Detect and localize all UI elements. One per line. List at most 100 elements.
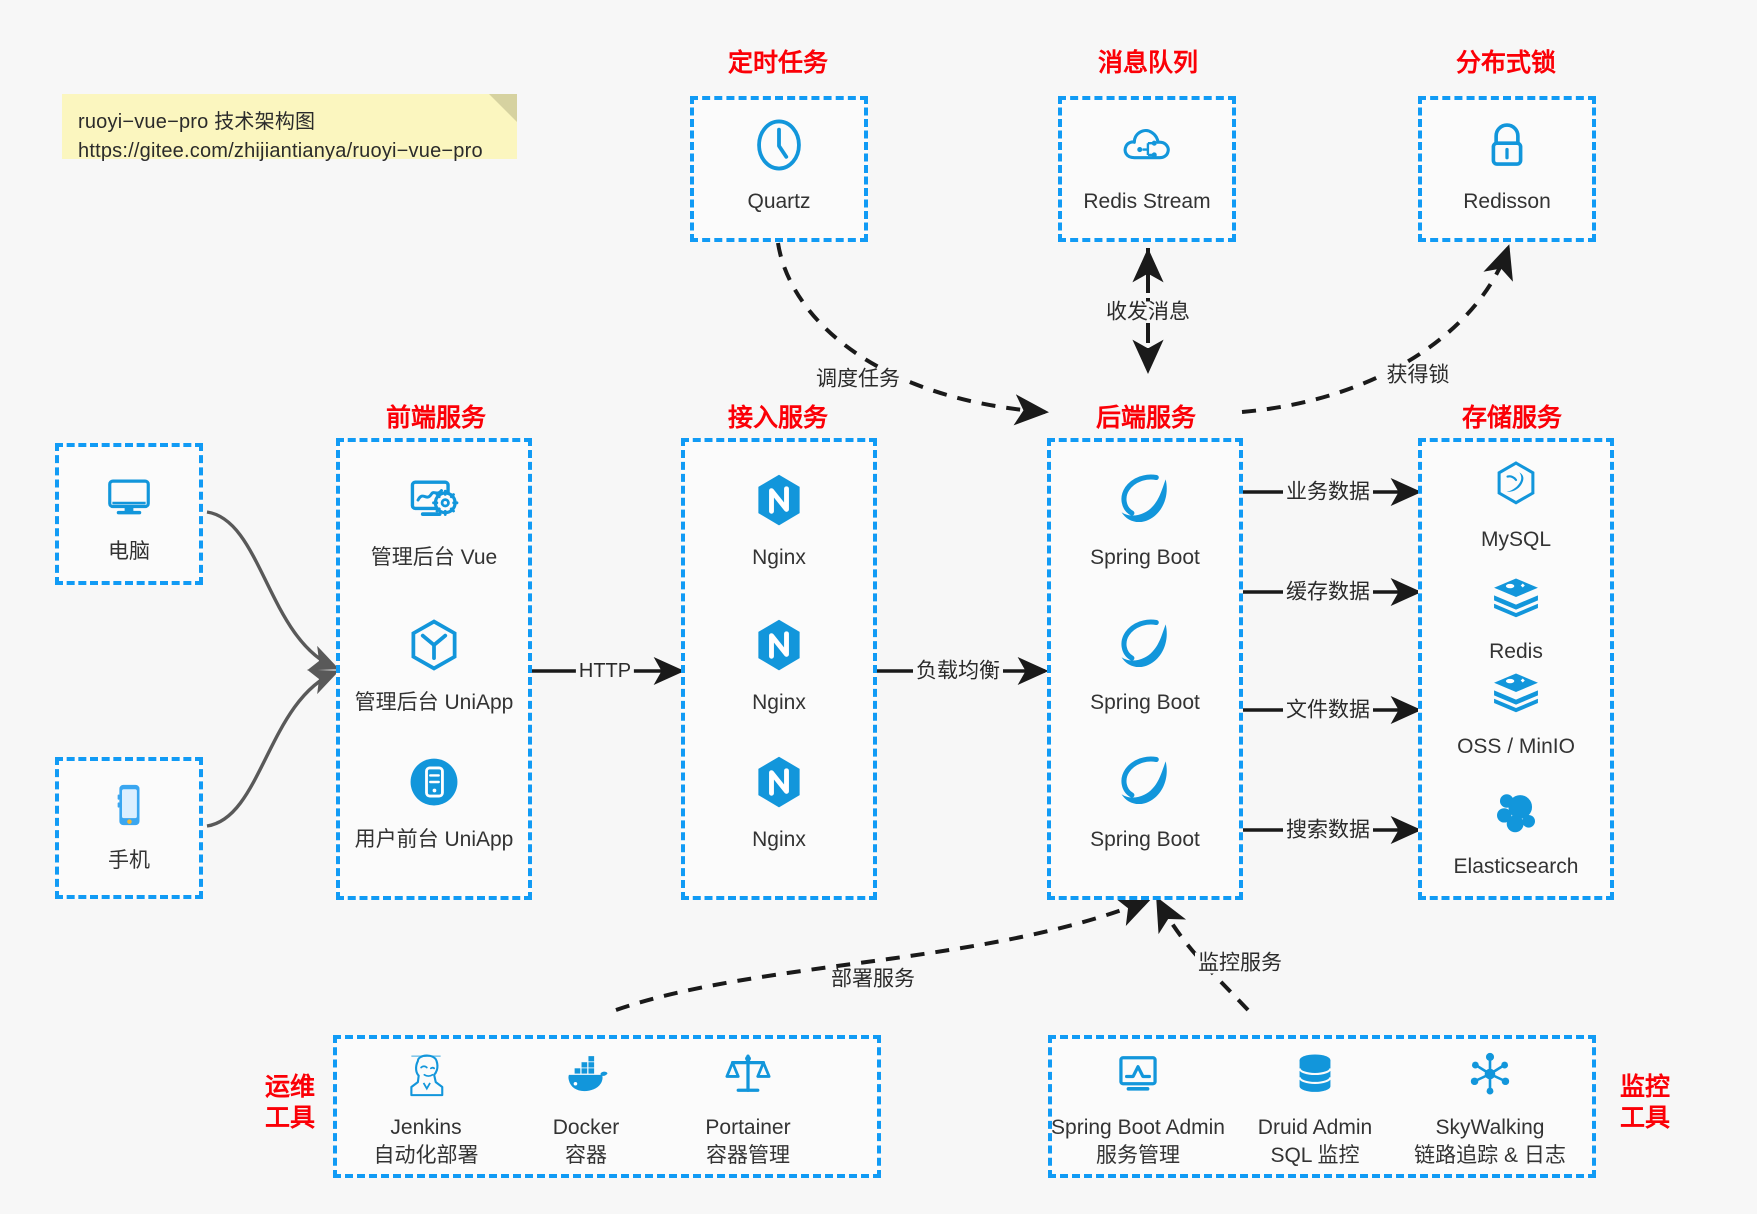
- group-box-client-mobile[interactable]: [55, 757, 203, 899]
- nginx-icon: [749, 615, 809, 680]
- node-label-sub: 容器管理: [706, 1144, 790, 1168]
- node-mobile[interactable]: 手机: [55, 777, 203, 875]
- jenkins-icon: [400, 1048, 452, 1105]
- node-label: Docker 容器: [553, 1114, 620, 1171]
- spring-boot-icon: [1115, 470, 1175, 535]
- clock-icon: [750, 116, 808, 179]
- nginx-icon: [749, 470, 809, 535]
- node-nginx-3[interactable]: Nginx: [681, 752, 877, 854]
- node-label-main: Jenkins: [390, 1116, 462, 1139]
- node-oss-minio[interactable]: OSS / MinIO: [1418, 665, 1614, 761]
- edge-label-business-data: 业务数据: [1283, 481, 1373, 503]
- edge-label-acquire-lock: 获得锁: [1383, 364, 1453, 386]
- node-label: Redis Stream: [1083, 190, 1211, 213]
- node-label: Nginx: [752, 691, 806, 714]
- group-header-mq: 消息队列: [1097, 49, 1198, 77]
- monitor-header-line1: 监控: [1619, 1073, 1670, 1101]
- edge-label-load-balance: 负载均衡: [913, 660, 1003, 682]
- node-docker[interactable]: Docker 容器: [506, 1048, 666, 1171]
- node-jenkins[interactable]: Jenkins 自动化部署: [346, 1048, 506, 1171]
- node-skywalking[interactable]: SkyWalking 链路追踪 & 日志: [1395, 1048, 1585, 1171]
- node-elasticsearch[interactable]: Elasticsearch: [1418, 785, 1614, 881]
- node-label: Elasticsearch: [1453, 855, 1579, 878]
- devops-header-line2: 工具: [264, 1103, 315, 1132]
- node-spring-boot-3[interactable]: Spring Boot: [1047, 752, 1243, 854]
- node-label: 管理后台 Vue: [370, 546, 498, 569]
- node-label: Quartz: [747, 190, 811, 213]
- edge-label-search-data: 搜索数据: [1283, 819, 1373, 841]
- node-label: Redisson: [1463, 190, 1551, 213]
- node-label-sub: 链路追踪 & 日志: [1414, 1144, 1566, 1168]
- node-redis-stream[interactable]: Redis Stream: [1058, 116, 1236, 216]
- nginx-icon: [749, 752, 809, 817]
- node-redis[interactable]: Redis: [1418, 570, 1614, 666]
- mobile-phone-icon: [101, 777, 157, 838]
- node-label: OSS / MinIO: [1457, 735, 1575, 758]
- node-label: Spring Boot: [1090, 691, 1200, 714]
- group-box-mq[interactable]: [1058, 96, 1236, 242]
- title-note: ruoyi−vue−pro 技术架构图 https://gitee.com/zh…: [62, 94, 517, 162]
- group-header-gateway: 接入服务: [727, 404, 828, 432]
- node-label-main: Druid Admin: [1257, 1116, 1373, 1139]
- docker-icon: [560, 1048, 612, 1105]
- group-box-lock[interactable]: [1418, 96, 1596, 242]
- node-label-main: SkyWalking: [1435, 1116, 1545, 1139]
- node-label-sub: 自动化部署: [373, 1144, 479, 1168]
- group-header-devops: 运维 工具: [256, 1072, 324, 1133]
- node-label: 用户前台 UniApp: [354, 828, 514, 851]
- spring-boot-icon: [1115, 615, 1175, 680]
- monitor-chart-icon: [1112, 1048, 1164, 1105]
- skywalking-node-icon: [1464, 1048, 1516, 1105]
- admin-dashboard-icon: [404, 470, 464, 535]
- node-label-sub: 服务管理: [1096, 1144, 1180, 1168]
- group-header-lock: 分布式锁: [1455, 49, 1556, 77]
- cloud-stream-icon: [1118, 116, 1176, 179]
- note-folded-corner: [489, 94, 517, 122]
- edge-label-schedule-task: 调度任务: [813, 368, 903, 390]
- node-label-sub: SQL 监控: [1270, 1144, 1360, 1168]
- database-stack-icon: [1289, 1048, 1341, 1105]
- node-spring-boot-admin[interactable]: Spring Boot Admin 服务管理: [1043, 1048, 1233, 1171]
- node-label: Spring Boot: [1090, 546, 1200, 569]
- group-header-scheduler: 定时任务: [727, 49, 828, 77]
- node-label: Spring Boot: [1090, 828, 1200, 851]
- elasticsearch-icon: [1489, 785, 1543, 844]
- oss-minio-icon: [1489, 665, 1543, 724]
- node-druid-admin[interactable]: Druid Admin SQL 监控: [1235, 1048, 1395, 1171]
- node-nginx-1[interactable]: Nginx: [681, 470, 877, 572]
- node-portainer[interactable]: Portainer 容器管理: [668, 1048, 828, 1171]
- edge-label-send-receive-message: 收发消息: [1103, 301, 1193, 323]
- node-spring-boot-2[interactable]: Spring Boot: [1047, 615, 1243, 717]
- group-box-storage[interactable]: [1418, 438, 1614, 900]
- node-admin-vue[interactable]: 管理后台 Vue: [336, 470, 532, 572]
- node-mysql[interactable]: MySQL: [1418, 458, 1614, 554]
- node-user-uniapp[interactable]: 用户前台 UniApp: [336, 752, 532, 854]
- node-desktop[interactable]: 电脑: [55, 468, 203, 566]
- node-spring-boot-1[interactable]: Spring Boot: [1047, 470, 1243, 572]
- portainer-scales-icon: [722, 1048, 774, 1105]
- node-label: Druid Admin SQL 监控: [1258, 1114, 1372, 1171]
- uniapp-cube-icon: [404, 615, 464, 680]
- node-label: SkyWalking 链路追踪 & 日志: [1414, 1114, 1566, 1171]
- node-label: MySQL: [1480, 528, 1551, 551]
- monitor-header-line2: 工具: [1619, 1103, 1670, 1132]
- edge-label-deploy-service: 部署服务: [828, 968, 918, 990]
- group-box-devops[interactable]: [333, 1035, 881, 1178]
- mobile-app-icon: [404, 752, 464, 817]
- node-label: Portainer 容器管理: [705, 1114, 790, 1171]
- node-label: 电脑: [108, 540, 150, 563]
- edge-label-http: HTTP: [575, 661, 635, 681]
- node-label: Redis: [1489, 640, 1543, 663]
- devops-header-line1: 运维: [264, 1073, 315, 1101]
- note-line-1: ruoyi−vue−pro 技术架构图: [78, 111, 316, 133]
- node-redisson[interactable]: Redisson: [1418, 116, 1596, 216]
- mysql-icon: [1489, 458, 1543, 517]
- node-quartz[interactable]: Quartz: [690, 116, 868, 216]
- node-label: 管理后台 UniApp: [354, 691, 514, 714]
- edge-label-cache-data: 缓存数据: [1283, 581, 1373, 603]
- node-nginx-2[interactable]: Nginx: [681, 615, 877, 717]
- group-header-frontend: 前端服务: [385, 404, 486, 432]
- node-admin-uniapp[interactable]: 管理后台 UniApp: [336, 615, 532, 717]
- note-line-2: https://gitee.com/zhijiantianya/ruoyi−vu…: [78, 140, 483, 162]
